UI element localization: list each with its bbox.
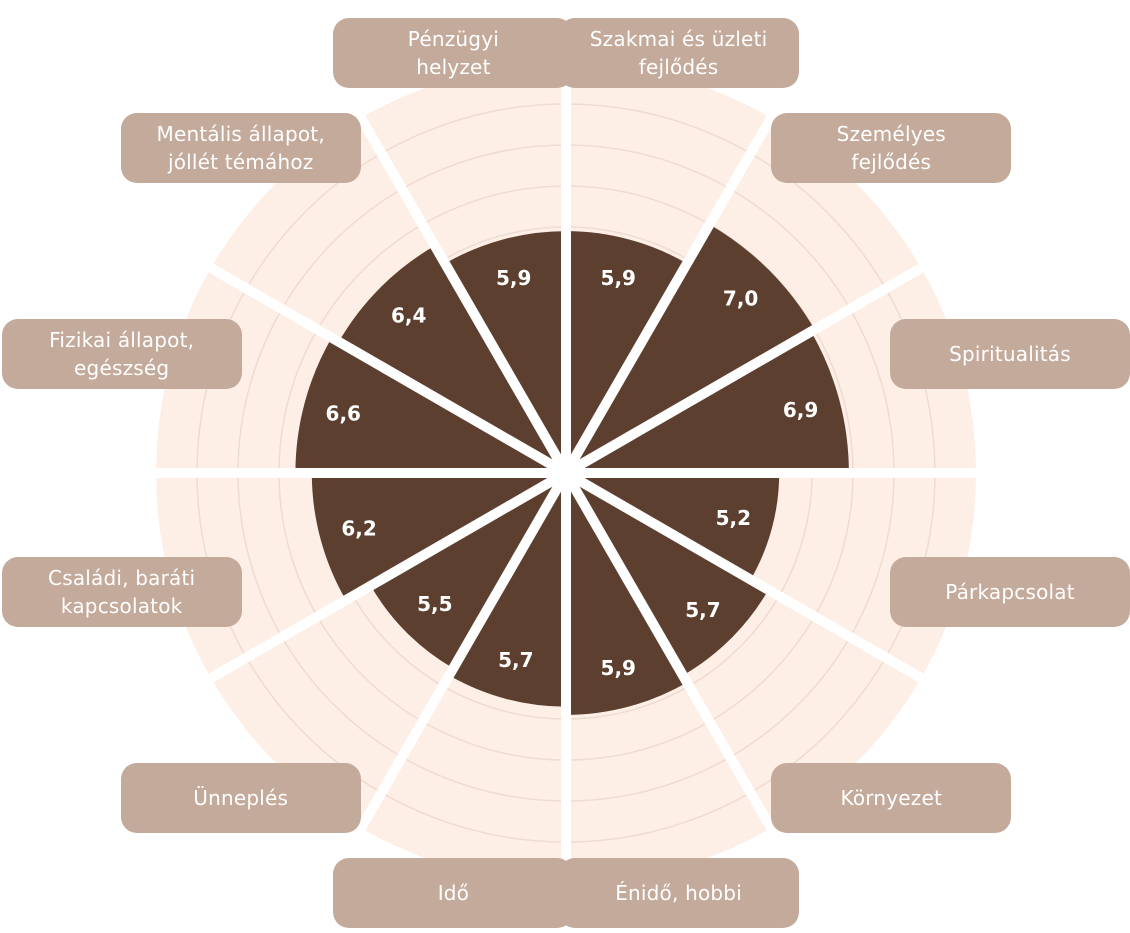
value-label: 7,0 — [723, 286, 758, 310]
category-label: Környezet — [771, 763, 1012, 834]
category-label: Fizikai állapot, egészség — [1, 318, 242, 389]
category-label: Idő — [333, 858, 574, 929]
value-label: 5,9 — [601, 656, 636, 680]
category-label: Párkapcsolat — [890, 557, 1130, 628]
value-label: 5,9 — [601, 266, 636, 290]
sector-separator — [201, 468, 569, 687]
value-sector — [566, 224, 815, 473]
sector-separator — [352, 470, 571, 838]
category-label: Énidő, hobbi — [558, 858, 799, 929]
category-label: Ünneplés — [120, 763, 361, 834]
category-label: Szakmai és üzleti fejlődés — [558, 17, 799, 88]
sector-separator — [561, 108, 780, 476]
sector-separator — [561, 470, 780, 838]
value-sector — [338, 245, 566, 473]
value-label: 5,5 — [417, 592, 452, 616]
sector-separator — [563, 468, 931, 687]
value-sector — [370, 473, 566, 669]
category-label: Családi, baráti kapcsolatok — [1, 557, 242, 628]
category-label: Mentális állapot, jóllét témához — [120, 112, 361, 183]
value-label: 6,6 — [326, 401, 361, 425]
center-dot — [559, 466, 573, 480]
sector-separator — [352, 108, 571, 476]
value-label: 5,2 — [716, 506, 751, 530]
category-label: Személyes fejlődés — [771, 112, 1012, 183]
value-label: 6,2 — [341, 516, 376, 540]
value-label: 6,9 — [783, 398, 818, 422]
sector-separator — [563, 259, 931, 478]
sector-separator — [201, 259, 569, 478]
category-label: Spiritualitás — [890, 318, 1130, 389]
value-label: 5,7 — [498, 648, 533, 672]
value-label: 5,7 — [685, 598, 720, 622]
value-label: 6,4 — [391, 304, 426, 328]
value-sector — [566, 473, 769, 676]
value-label: 5,9 — [496, 266, 531, 290]
category-label: Pénzügyi helyzet — [333, 17, 574, 88]
